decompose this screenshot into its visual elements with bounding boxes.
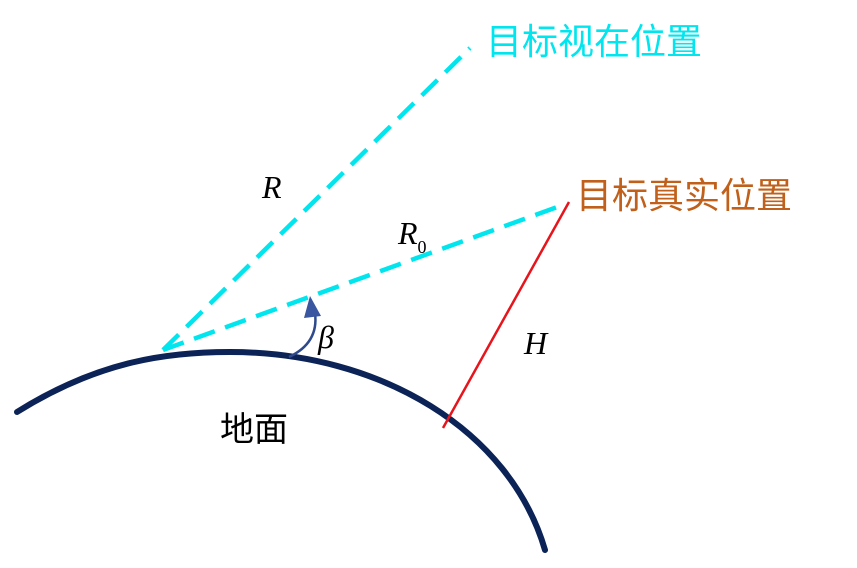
true-position-label: 目标真实位置 — [576, 176, 792, 217]
elevation-angle-arrowhead — [304, 296, 321, 318]
r0-label-base: R — [397, 215, 418, 251]
elevation-angle-arc — [288, 312, 317, 359]
h-label: H — [523, 325, 549, 361]
r0-label-subscript: 0 — [418, 237, 427, 257]
height-line — [441, 201, 571, 429]
ground-label: 地面 — [220, 410, 288, 450]
beta-label: β — [317, 319, 334, 355]
ground-arc — [14, 348, 548, 553]
apparent-sightline — [161, 46, 472, 352]
apparent-position-label: 目标视在位置 — [486, 22, 702, 63]
true-range-line — [162, 203, 561, 353]
r-label: R — [261, 169, 282, 205]
r0-label: R0 — [397, 215, 427, 257]
